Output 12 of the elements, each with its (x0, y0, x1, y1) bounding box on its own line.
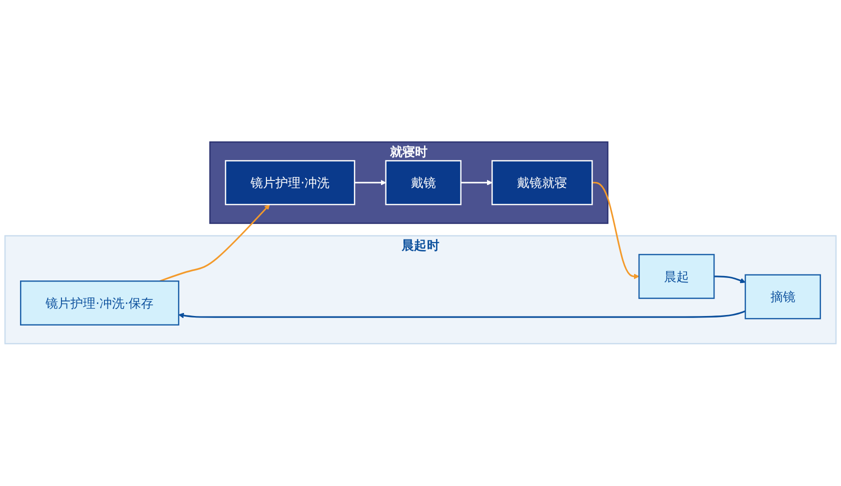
node-box: 摘镜 (744, 274, 821, 320)
node-box: 镜片护理·冲洗 (224, 160, 356, 206)
arrow (714, 276, 746, 284)
arrow (178, 310, 746, 318)
node-box: 戴镜就寝 (492, 160, 593, 206)
node-box: 晨起 (638, 254, 715, 300)
arrow (592, 182, 640, 280)
arrow (160, 204, 270, 282)
node-box: 戴镜 (385, 160, 462, 206)
arrow (460, 180, 492, 186)
arrow (354, 180, 386, 186)
node-box: 镜片护理·冲洗·保存 (20, 280, 180, 326)
